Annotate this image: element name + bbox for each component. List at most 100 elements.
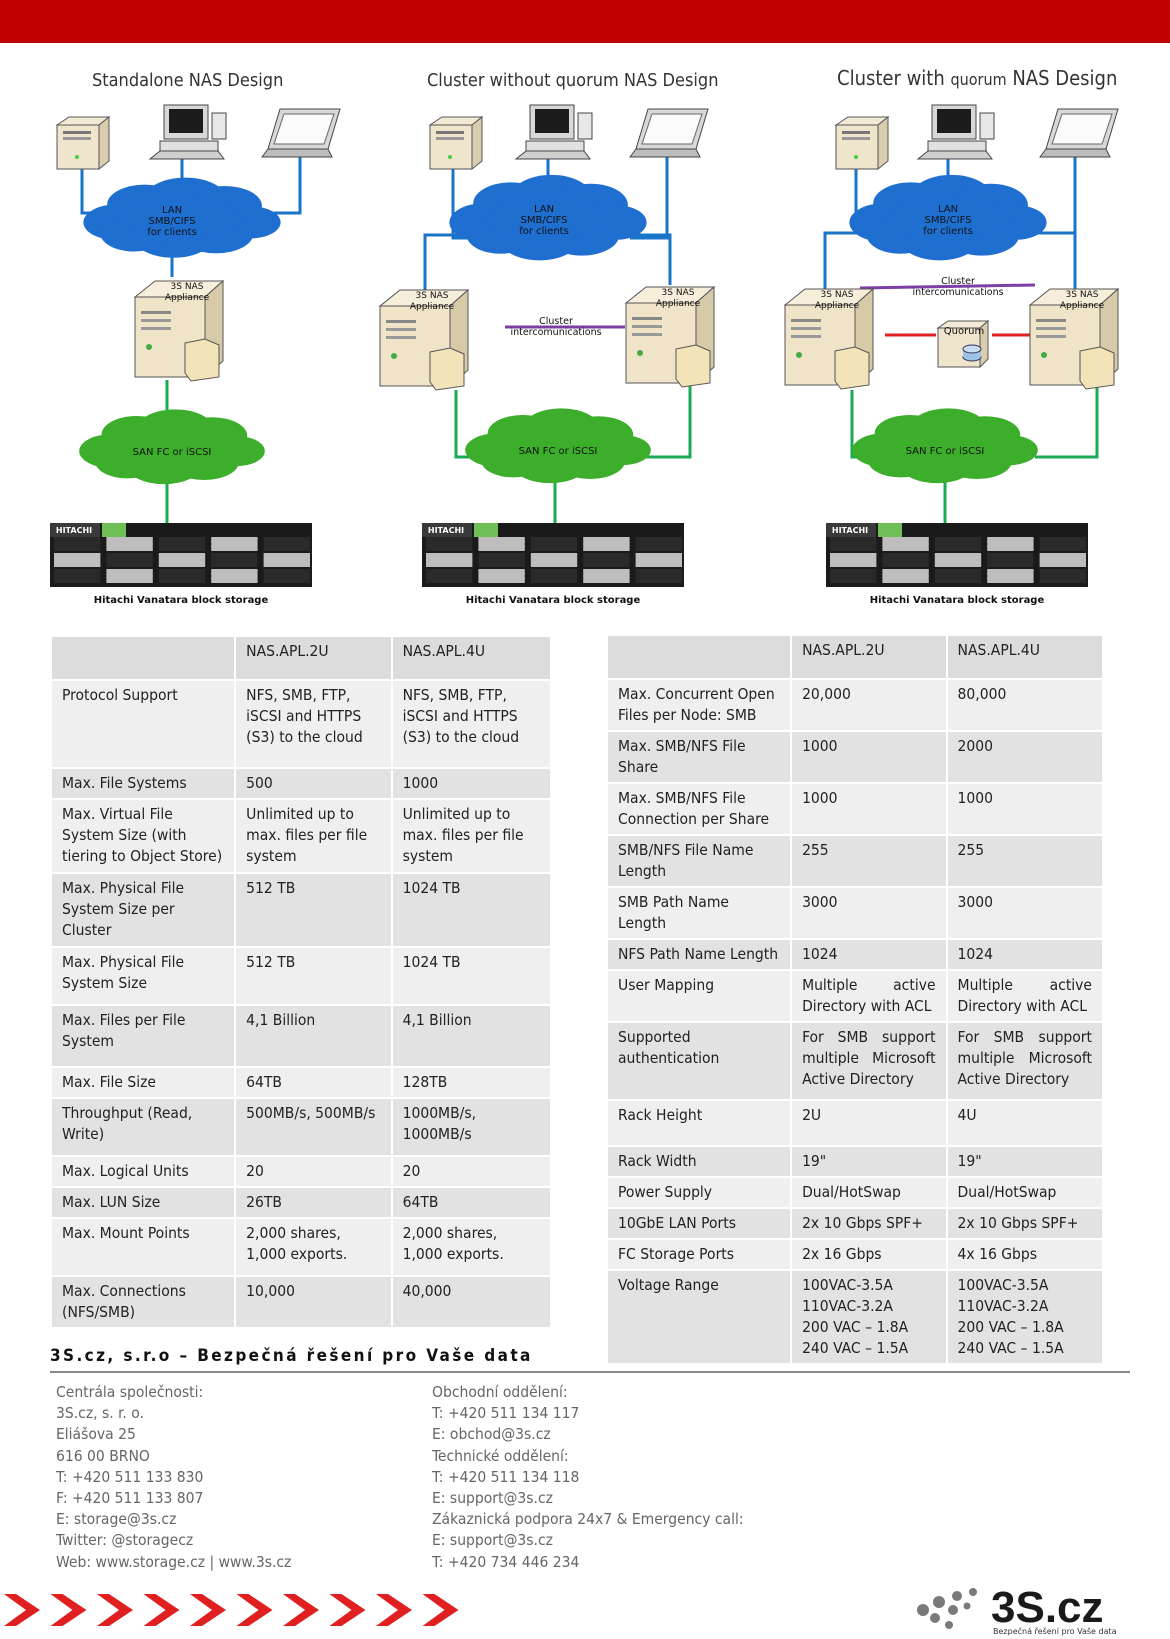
chevron-icon: [376, 1594, 412, 1626]
lan-cloud-label: for clients: [923, 226, 973, 237]
row-label-cell: Max. File Systems: [49, 767, 237, 800]
appliance-label: Appliance: [815, 301, 860, 311]
row-value-cell: 3000: [790, 886, 948, 940]
contact-line: E: obchod@3s.cz: [432, 1425, 551, 1444]
row-value-cell: 19": [790, 1145, 948, 1178]
logo-text: 3S.cz: [991, 1583, 1104, 1632]
row-value-cell: 2U: [790, 1099, 948, 1147]
row-label-cell: SMB/NFS File Name Length: [605, 834, 793, 888]
lan-cloud-label: LAN: [162, 205, 182, 216]
row-value-cell: 255: [945, 834, 1105, 888]
cluster-interconnect-label: Cluster: [941, 276, 975, 287]
row-value-cell: 4x 16 Gbps: [945, 1238, 1105, 1271]
folder-icon: [184, 338, 220, 382]
contact-line: E: support@3s.cz: [432, 1531, 553, 1550]
row-value-cell: 1000: [790, 782, 948, 836]
chevron-icon: [283, 1594, 319, 1626]
row-value-cell: 1000: [790, 730, 948, 784]
appliance-label: Appliance: [410, 302, 455, 312]
chevron-icon: [143, 1594, 180, 1626]
chevron-icon: [236, 1594, 273, 1626]
row-value-cell: Multiple active Directory with ACL: [945, 969, 1105, 1023]
row-value-cell: 20: [234, 1155, 393, 1188]
row-value-cell: For SMB support multiple Microsoft Activ…: [945, 1021, 1105, 1101]
storage-caption: Hitachi Vanatara block storage: [94, 595, 269, 606]
folder-icon: [429, 347, 465, 391]
san-cloud-label: SAN FC or iSCSI: [906, 446, 985, 457]
server-icon: [428, 115, 484, 171]
contact-line: E: storage@3s.cz: [56, 1510, 177, 1529]
row-label-cell: Max. Virtual File System Size (with tier…: [49, 798, 237, 874]
row-value-cell: 80,000: [945, 678, 1105, 732]
storage-brand: HITACHI: [428, 526, 464, 535]
row-label-cell: Rack Height: [605, 1099, 793, 1147]
row-value-cell: 10,000: [234, 1275, 393, 1329]
row-value-cell: 128TB: [390, 1066, 553, 1099]
cluster-interconnect-label: Cluster: [539, 316, 573, 327]
row-value-cell: 3000: [945, 886, 1105, 940]
header-cell-nas-apl-4u: NAS.APL.4U: [945, 634, 1105, 680]
row-value-cell: Unlimited up to max. files per file syst…: [390, 798, 553, 874]
row-value-cell: 2x 10 Gbps SPF+: [790, 1207, 948, 1240]
folder-icon: [1079, 346, 1115, 390]
contact-line: Eliášova 25: [56, 1425, 136, 1444]
row-label-cell: Max. SMB/NFS File Share: [605, 730, 793, 784]
row-value-cell: 2000: [945, 730, 1105, 784]
row-label-cell: SMB Path Name Length: [605, 886, 793, 940]
row-label-cell: Max. Files per File System: [49, 1004, 237, 1068]
row-label-cell: Max. Logical Units: [49, 1155, 237, 1188]
lan-cloud: [449, 174, 647, 261]
san-cloud: [79, 409, 265, 485]
row-value-cell: 2,000 shares, 1,000 exports.: [234, 1217, 393, 1277]
contact-line: Web: www.storage.cz | www.3s.cz: [56, 1552, 292, 1571]
chevron-icon: [329, 1594, 366, 1626]
row-value-cell: 1024: [790, 938, 948, 971]
row-value-cell: Unlimited up to max. files per file syst…: [234, 798, 393, 874]
logo-dots-icon: [917, 1588, 977, 1629]
row-value-cell: 19": [945, 1145, 1105, 1178]
row-value-cell: 1000: [390, 767, 553, 800]
row-label-cell: Rack Width: [605, 1145, 793, 1178]
contact-headquarters: Centrála společnosti:3S.cz, s. r. o.Eliá…: [56, 1382, 291, 1573]
chevron-icon: [4, 1594, 40, 1626]
san-cloud: [852, 408, 1038, 484]
lan-cloud-label: LAN: [938, 204, 958, 215]
san-cloud-label: SAN FC or iSCSI: [133, 447, 212, 458]
row-label-cell: 10GbE LAN Ports: [605, 1207, 793, 1240]
server-icon: [55, 115, 111, 171]
row-value-cell: NFS, SMB, FTP, iSCSI and HTTPS (S3) to t…: [390, 679, 553, 769]
laptop-icon: [1039, 108, 1119, 158]
san-cloud: [465, 408, 651, 484]
row-value-cell: 100VAC-3.5A 110VAC-3.2A 200 VAC – 1.8A 2…: [790, 1269, 948, 1365]
row-value-cell: 2x 16 Gbps: [790, 1238, 948, 1271]
lan-cloud-label: for clients: [519, 226, 569, 237]
diagram-title-cluster-no-quorum: Cluster without quorum NAS Design: [427, 70, 719, 91]
row-value-cell: 20,000: [790, 678, 948, 732]
diagram-title-cluster-quorum: Cluster with quorum NAS Design: [837, 66, 1118, 90]
row-value-cell: 1000MB/s, 1000MB/s: [390, 1097, 553, 1157]
row-label-cell: Power Supply: [605, 1176, 793, 1209]
row-value-cell: 4,1 Billion: [234, 1004, 393, 1068]
contact-line: Zákaznická podpora 24x7 & Emergency call…: [432, 1510, 744, 1529]
cluster-interconnect-label: intercomunications: [912, 287, 1003, 298]
row-value-cell: Multiple active Directory with ACL: [790, 969, 948, 1023]
folder-icon: [834, 346, 870, 390]
row-value-cell: Dual/HotSwap: [790, 1176, 948, 1209]
contact-line: F: +420 511 133 807: [56, 1489, 204, 1508]
